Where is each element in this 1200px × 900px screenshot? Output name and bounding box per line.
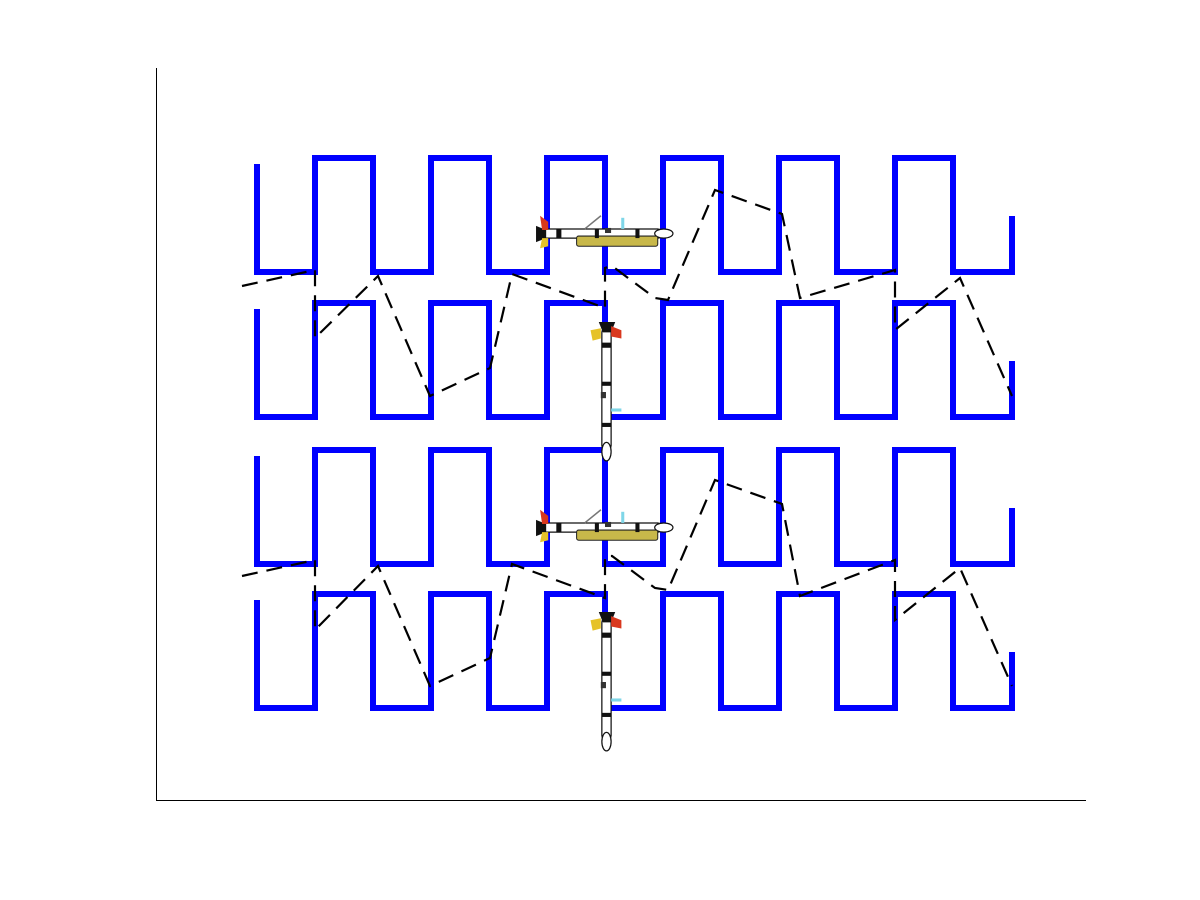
auv-icon bbox=[591, 612, 622, 751]
lawnmower-path bbox=[257, 450, 1012, 564]
axes bbox=[156, 68, 1086, 801]
lawnmower-path bbox=[257, 303, 1012, 417]
auv-icon bbox=[591, 322, 622, 461]
lawnmower-path bbox=[257, 594, 1012, 708]
lawnmower-path bbox=[257, 158, 1012, 272]
